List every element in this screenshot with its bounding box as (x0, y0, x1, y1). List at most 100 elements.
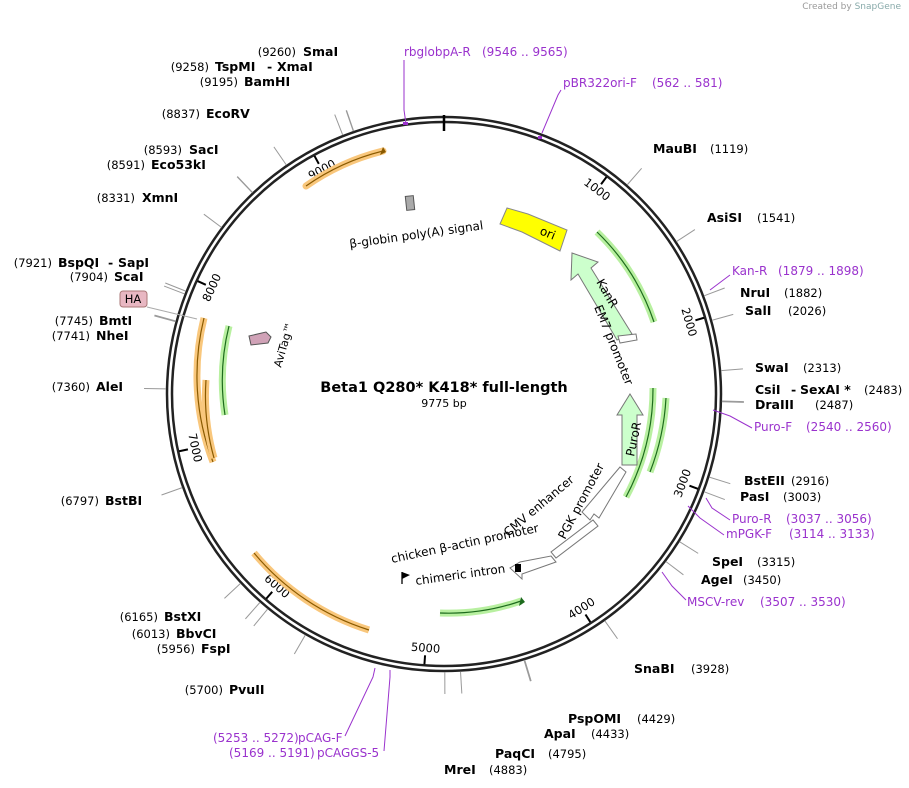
site-name: EcoRV (206, 106, 250, 121)
site-name: AleI (96, 379, 123, 394)
primer-range: (1879 .. 1898) (778, 264, 864, 278)
primer-line (687, 505, 725, 536)
site-connector (709, 476, 731, 485)
intron-label: chimeric intron (414, 562, 506, 588)
site-connector (665, 561, 684, 576)
primer-name: MSCV-rev (687, 595, 744, 609)
site-pos: (2313) (803, 361, 841, 375)
site-connector (203, 213, 222, 228)
plasmid-length: 9775 bp (421, 397, 466, 410)
primer-range: (3507 .. 3530) (760, 595, 846, 609)
site-pos: (9260) (258, 45, 296, 59)
site-pos: (2487) (815, 398, 853, 412)
ha-tag-box (119, 290, 148, 308)
tick-label: 1000 (581, 175, 613, 204)
primer-name: pBR322ori-F (563, 76, 637, 90)
site-name-sep: - (108, 255, 113, 270)
avitag-feature (248, 331, 272, 346)
tick-mark (313, 155, 320, 165)
primer-range: (3114 .. 3133) (789, 527, 875, 541)
primer-name: pCAGGS-5 (317, 746, 379, 760)
avitag-label: AviTag™ (271, 321, 296, 369)
ha-tag-label: HA (125, 292, 142, 306)
site-name: PasI (740, 489, 769, 504)
intron-flag (402, 572, 410, 579)
site-connector (679, 541, 699, 554)
site-pos: (1119) (710, 142, 748, 156)
site-connector (720, 368, 743, 372)
credit-brand: SnapGene (854, 2, 901, 12)
site-connector (703, 287, 725, 297)
site-connector (163, 285, 185, 295)
site-pos: (2483) (864, 383, 902, 397)
cmv-feature (550, 519, 599, 559)
site-name: BstXI (164, 609, 201, 624)
primer-name: Kan-R (732, 264, 767, 278)
tick-label: 2000 (678, 306, 700, 338)
ori-label: ori (538, 224, 558, 243)
site-name: FspI (201, 641, 231, 656)
primer-labels: rbglobpA-R (9546 .. 9565) pBR322ori-F (5… (213, 45, 892, 760)
site-name: ScaI (114, 269, 144, 284)
site-name-sep: - (791, 382, 796, 397)
site-pos: (6165) (120, 610, 158, 624)
orf-arc-right-b-line (649, 397, 667, 473)
site-connector (460, 671, 463, 694)
tick-mark (600, 176, 608, 185)
site-pos: (8837) (162, 107, 200, 121)
primer-mark (403, 122, 408, 125)
site-pos: (8591) (107, 158, 145, 172)
site-name: AsiSI (707, 210, 742, 225)
site-name: TspMI (215, 59, 255, 74)
site-name: AgeI (701, 572, 733, 587)
snapgene-credit: Created by SnapGene (802, 2, 901, 12)
tick-mark (695, 316, 705, 322)
primer-line (661, 571, 687, 601)
site-pos: (3315) (757, 555, 795, 569)
site-connector (704, 491, 726, 501)
em7-feature (617, 333, 638, 344)
site-pos: (7904) (70, 270, 108, 284)
site-connector (224, 583, 241, 599)
site-name: XmnI (142, 190, 178, 205)
primer-line (383, 670, 391, 752)
site-pos: (8593) (144, 143, 182, 157)
tick-label: 3000 (671, 467, 694, 499)
primer-range: (5253 .. 5272) (213, 731, 299, 745)
tick-mark (265, 591, 273, 600)
site-name: SacI (189, 142, 219, 157)
tick-mark (178, 448, 189, 453)
site-connector (161, 487, 183, 496)
primer-mark (538, 136, 542, 139)
pgk-feature (581, 466, 627, 521)
site-name: BspQI (58, 255, 99, 270)
site-name: SmaI (303, 44, 338, 59)
site-pos: (6013) (132, 627, 170, 641)
orf-arrow-bottom (519, 597, 525, 606)
site-pos: (2026) (788, 304, 826, 318)
site-name: MauBI (653, 141, 697, 156)
ori-feature (499, 207, 568, 252)
site-connector (523, 660, 531, 682)
site-name: DraIII (755, 397, 794, 412)
site-connector (334, 114, 344, 136)
site-name: SalI (745, 303, 771, 318)
site-pos: (4795) (548, 747, 586, 761)
tick-mark (689, 484, 699, 490)
primer-line (344, 667, 376, 737)
polya-label: β-globin poly(A) signal (348, 218, 484, 251)
tick-label: 5000 (411, 640, 441, 656)
site-connector (165, 282, 186, 292)
site-connector (604, 620, 618, 640)
site-name: NruI (740, 285, 770, 300)
site-name: PaqCI (495, 746, 535, 761)
site-connector (524, 659, 532, 682)
site-pos: (2916) (791, 474, 829, 488)
site-name: XmaI (277, 59, 313, 74)
site-pos: (9195) (200, 75, 238, 89)
site-name: SapI (118, 255, 149, 270)
puror-feature (616, 393, 644, 466)
site-connector (273, 146, 287, 166)
primer-range: (2540 .. 2560) (806, 420, 892, 434)
site-pos: (4429) (637, 712, 675, 726)
